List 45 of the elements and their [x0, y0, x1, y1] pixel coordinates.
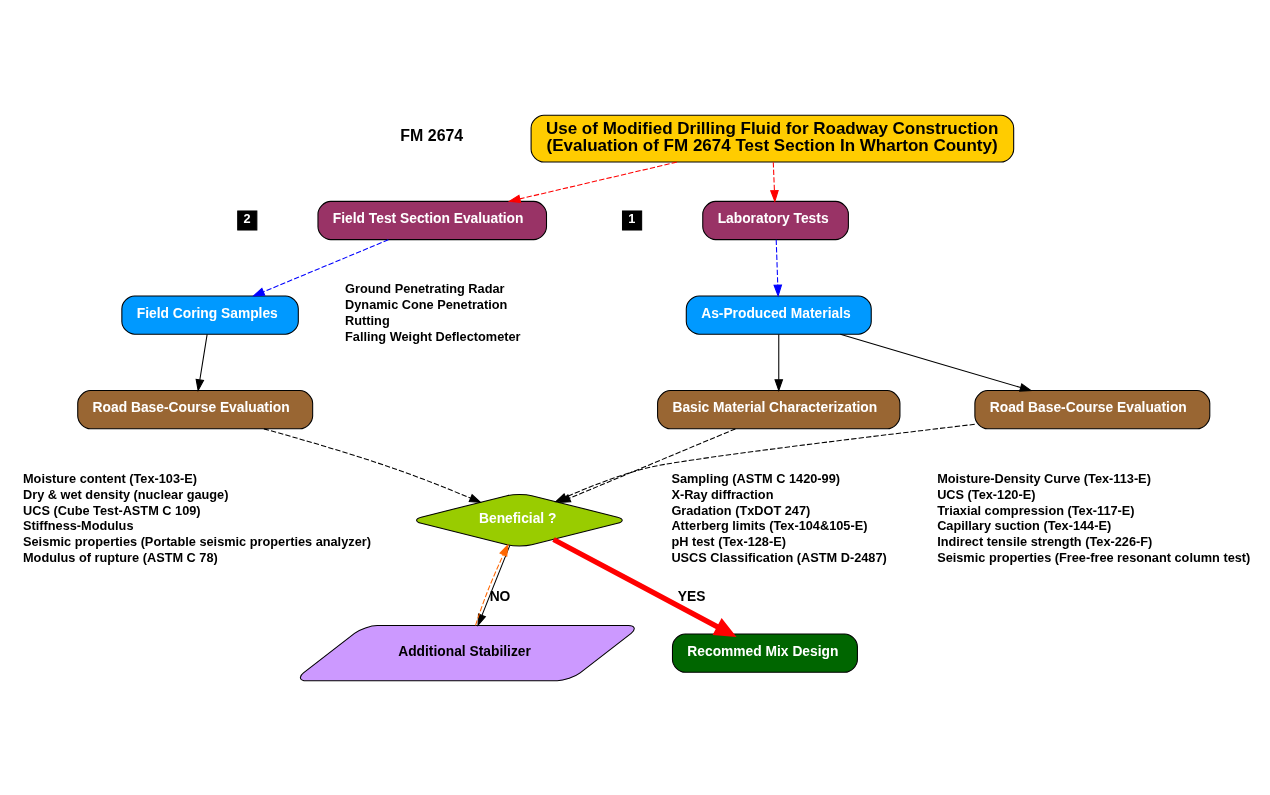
arrow — [773, 238, 783, 297]
node-box: Road Base-Course Evaluation — [974, 389, 1211, 429]
edge-label: YES — [677, 587, 706, 604]
arrow — [552, 536, 737, 637]
node-label: Stiffness-Modulus — [23, 517, 134, 533]
node-label: Seismic properties (Portable seismic properties analyzer) — [23, 533, 371, 549]
node-label: USCS Classification (ASTM D-2487) — [671, 549, 887, 565]
node-label: UCS (Cube Test-ASTM C 109) — [23, 502, 201, 517]
arrow — [195, 333, 208, 392]
node-label: Modulus of rupture (ASTM C 78) — [23, 549, 218, 565]
label: 1 — [628, 210, 636, 226]
arrow — [769, 161, 779, 203]
node-label: Indirect tensile strength (Tex-226-F) — [937, 533, 1153, 549]
node-box: Use of Modified Drilling Fluid for Roadway Construction (Evaluation of FM 2674 Test Section In Wharton County) — [530, 114, 1015, 163]
label: 2 — [243, 210, 251, 226]
node-label: Rutting — [345, 312, 390, 328]
edge-label: NO — [489, 587, 511, 604]
node-box: Recommed Mix Design — [671, 632, 858, 673]
node-label: Ground Penetrating Radar — [345, 280, 505, 296]
label: FM 2674 — [400, 126, 464, 144]
node-label: Capillary suction (Tex-144-E) — [937, 517, 1112, 533]
node-label: Falling Weight Deflectometer — [345, 328, 521, 344]
node-label: Gradation (TxDOT 247) — [671, 502, 811, 517]
node-box: Laboratory Tests — [702, 200, 849, 240]
arrow — [263, 427, 482, 503]
node-label: UCS (Tex-120-E) — [937, 486, 1036, 502]
node-box: Basic Material Characterization — [657, 389, 901, 429]
node-label: Triaxial compression (Tex-117-E) — [937, 502, 1135, 517]
node-label: pH test (Tex-128-E) — [671, 533, 786, 549]
node-label: X-Ray diffraction — [671, 486, 774, 502]
arrow — [774, 333, 784, 392]
node-box: Road Base-Course Evaluation — [77, 389, 314, 429]
node-label: Moisture content (Tex-103-E) — [23, 470, 198, 486]
node-label: Dynamic Cone Penetration — [345, 296, 508, 312]
node-label: Atterberg limits (Tex-104&105-E) — [671, 517, 868, 533]
node-box: As-Produced Materials — [685, 294, 872, 335]
arrow — [839, 333, 1033, 392]
arrow — [507, 161, 678, 203]
node-box: Field Coring Samples — [121, 294, 299, 335]
node-label: Moisture-Density Curve (Tex-113-E) — [937, 470, 1151, 486]
node-label: Seismic properties (Free-free resonant column test) — [937, 549, 1251, 565]
node-box: Field Test Section Evaluation — [317, 200, 548, 240]
node-label: Sampling (ASTM C 1420-99) — [671, 470, 841, 486]
arrow — [252, 238, 389, 297]
node-label: Dry & wet density (nuclear gauge) — [23, 486, 229, 502]
